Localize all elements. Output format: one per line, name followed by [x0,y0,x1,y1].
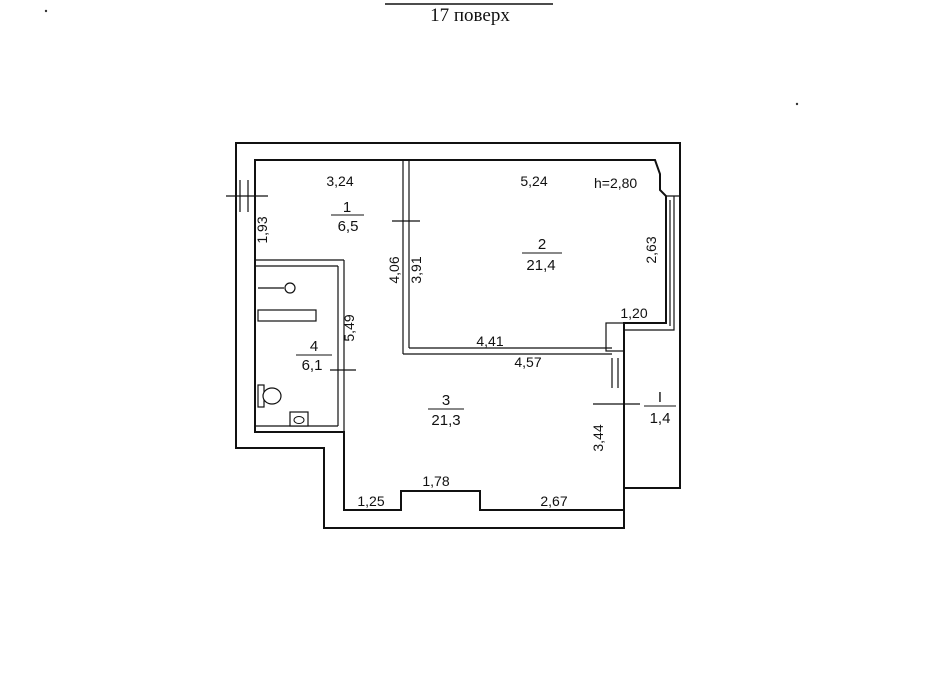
inner-wall [254,159,667,511]
floor-label: 17 поверх [430,5,510,26]
column [605,322,625,352]
outer-wall [235,142,681,529]
dimension-label: 4,41 [476,333,503,349]
room-area-4: 6,1 [302,357,323,374]
dimension-label: 5,49 [341,314,357,341]
dimension-label: 4,57 [514,354,541,370]
room-number-4: 4 [310,338,318,355]
dimension-label: 1,20 [620,305,647,321]
dimension-label: 1,78 [422,473,449,489]
room-area-2: 21,4 [526,257,555,274]
dimension-label: 3,44 [590,424,606,451]
room-area-1: 6,5 [338,218,359,235]
loggia-wall [624,195,680,331]
room-number-loggia: I [658,389,662,406]
dimension-label: 2,63 [643,236,659,263]
dimension-label: 1,25 [357,493,384,509]
room-number-2: 2 [538,236,546,253]
sink-icon [289,411,309,427]
dimension-label: 1,93 [254,216,270,243]
dimension-label: 2,67 [540,493,567,509]
dimension-label: 4,06 [386,256,402,283]
dimension-label: 3,91 [408,256,424,283]
bathtub-edge [257,309,317,322]
room-number-3: 3 [442,392,450,409]
room-number-1: 1 [343,199,351,216]
dimension-label: 5,24 [520,173,547,189]
room-area-loggia: 1,4 [650,410,671,427]
speck-mark [44,9,48,13]
room-area-3: 21,3 [431,412,460,429]
ceiling-height: h=2,80 [594,175,637,191]
shower-icon [258,282,296,294]
dimension-label: 3,24 [326,173,353,189]
speck-mark [795,102,799,106]
toilet-icon [257,384,282,408]
